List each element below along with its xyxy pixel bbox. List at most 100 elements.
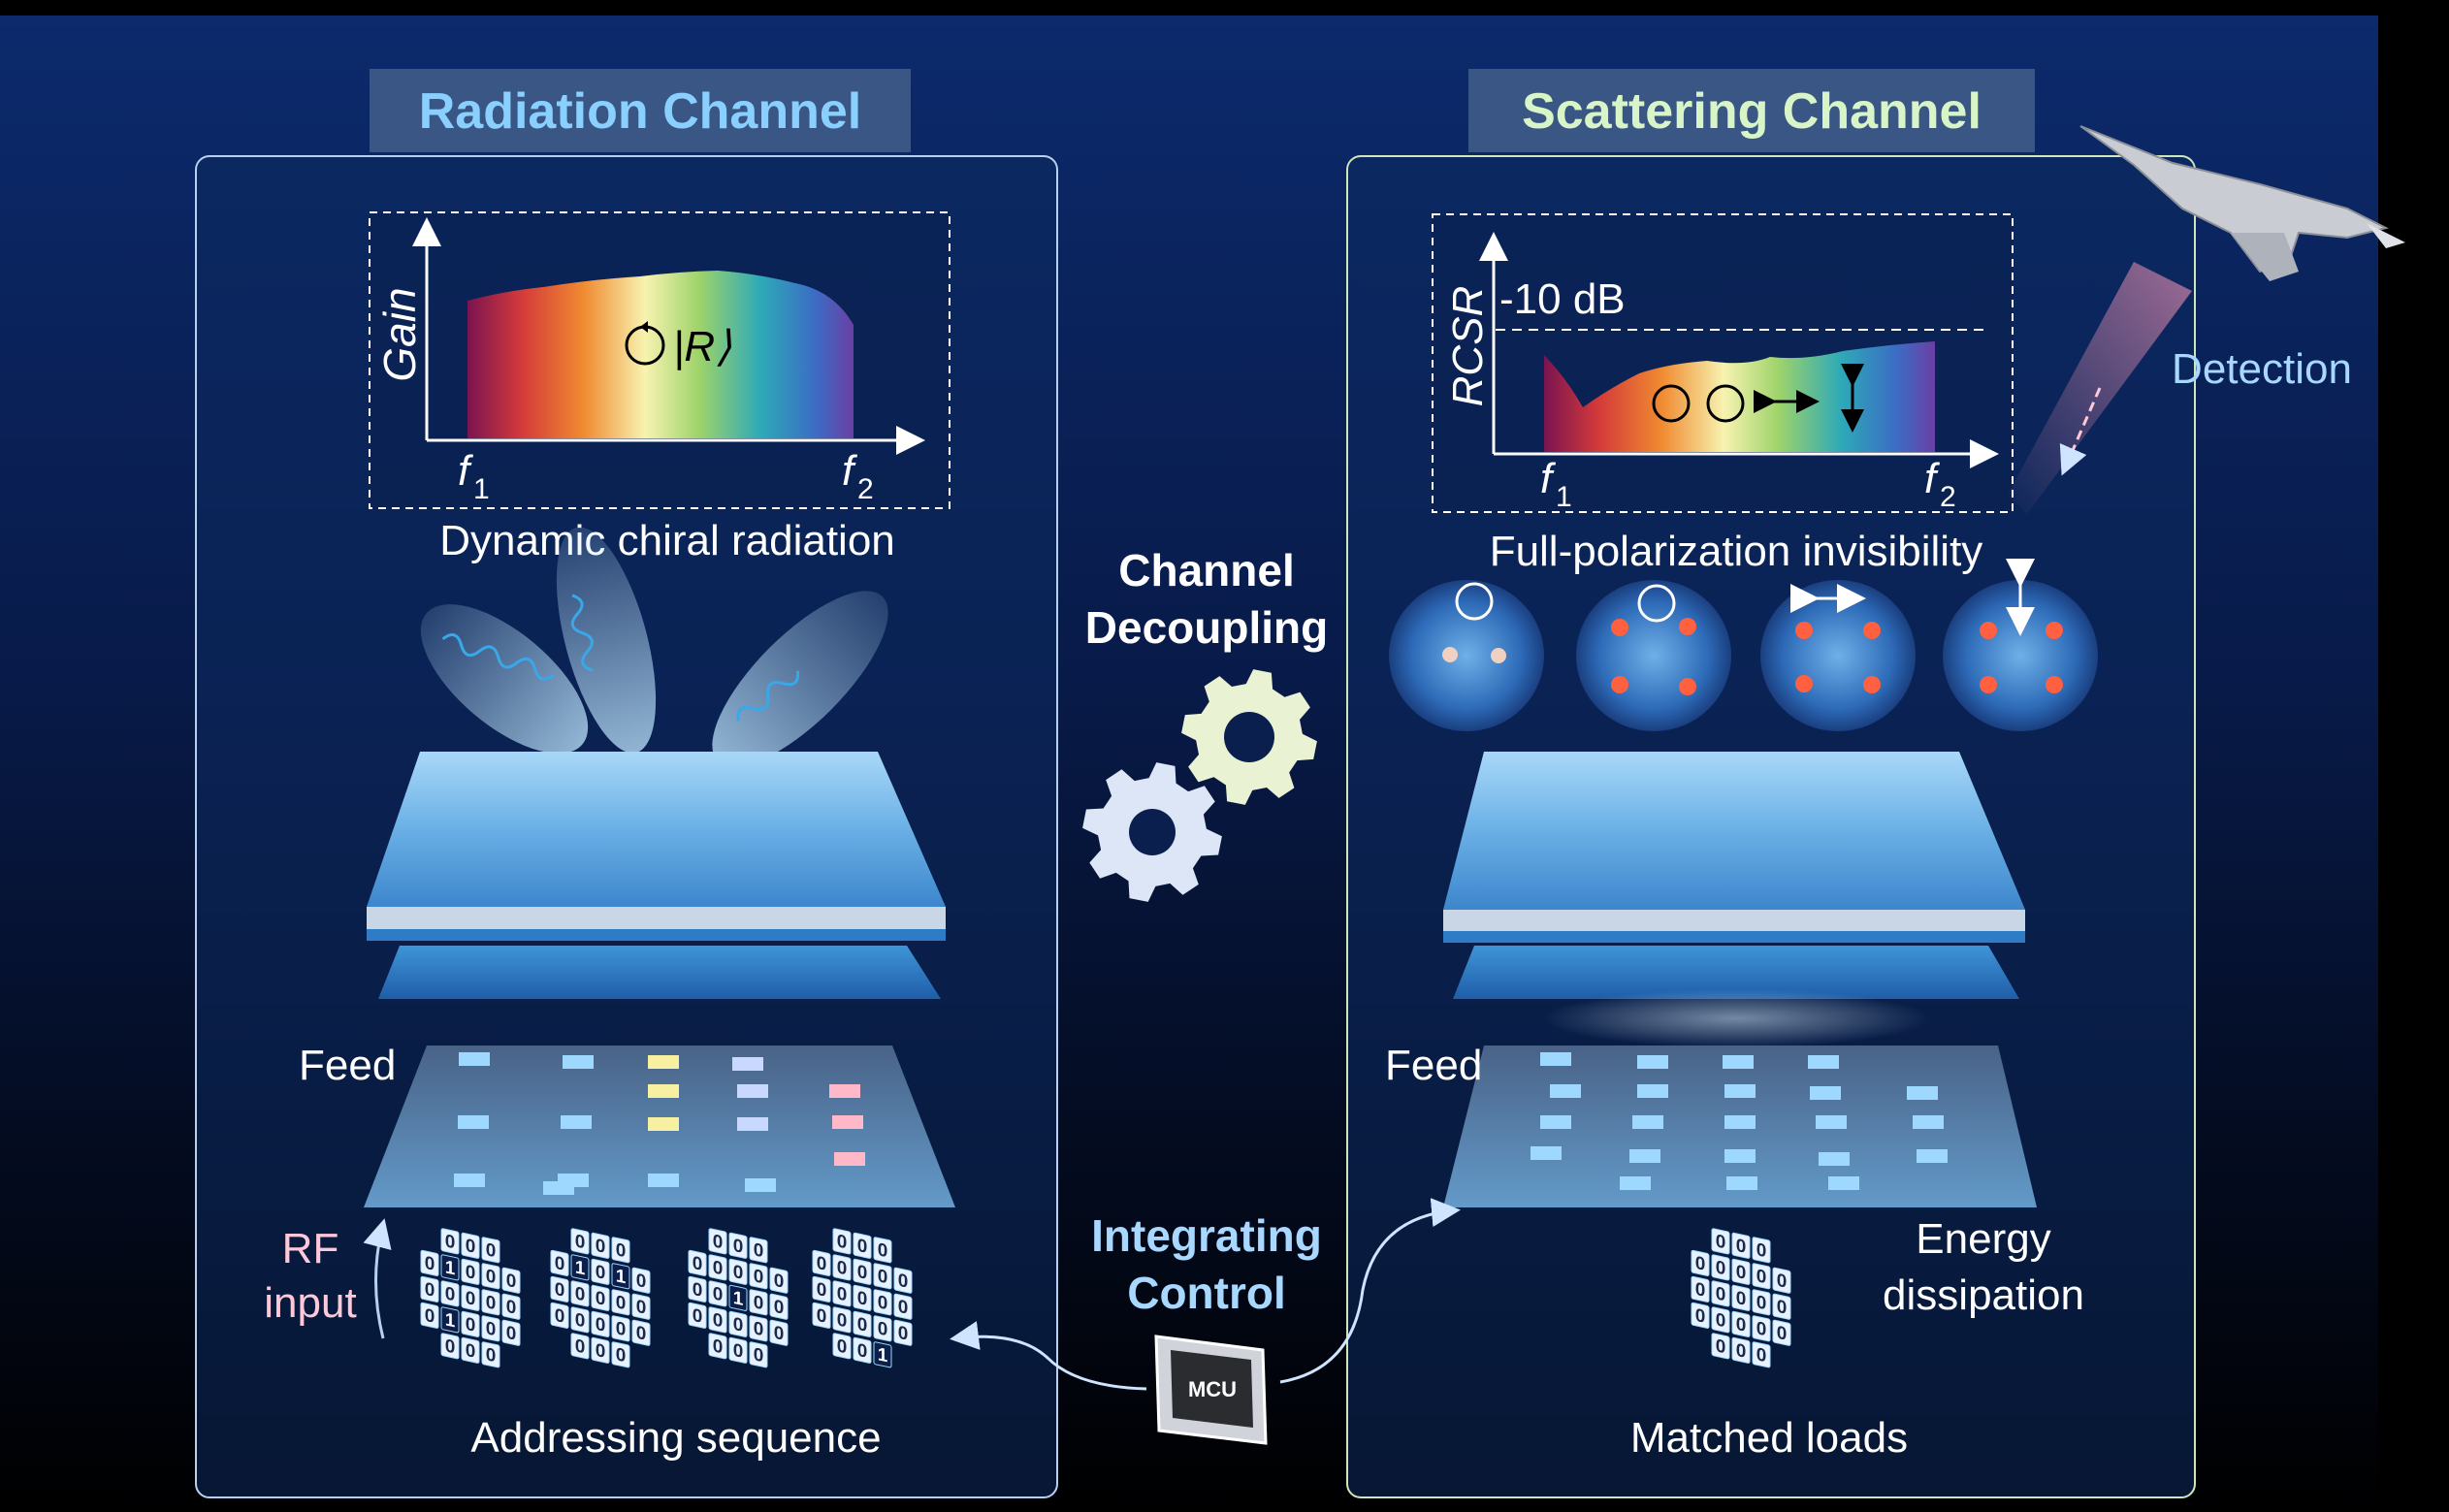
code-cell xyxy=(461,1258,480,1285)
code-cell xyxy=(1731,1310,1751,1337)
code-digit: 0 xyxy=(713,1257,724,1279)
mcu-chip-icon xyxy=(1154,1335,1268,1445)
control-line2: Control xyxy=(1127,1268,1286,1318)
code-digit: 0 xyxy=(733,1236,744,1258)
mcu-label: MCU xyxy=(1188,1377,1237,1401)
code-digit: 0 xyxy=(754,1318,764,1340)
code-cell xyxy=(591,1284,610,1311)
code-digit: 0 xyxy=(733,1262,744,1284)
code-digit: 1 xyxy=(616,1266,627,1288)
code-digit: 0 xyxy=(486,1239,497,1262)
code-cell xyxy=(570,1306,590,1334)
code-digit: 0 xyxy=(1716,1283,1726,1305)
code-digit: 0 xyxy=(1736,1288,1747,1310)
code-cell xyxy=(853,1310,872,1337)
detection-label: Detection xyxy=(2172,345,2352,393)
code-digit: 0 xyxy=(1695,1253,1706,1275)
code-cell xyxy=(1772,1319,1791,1346)
code-digit: 0 xyxy=(466,1262,476,1284)
code-digit: 0 xyxy=(837,1335,848,1358)
code-digit: 0 xyxy=(1695,1279,1706,1302)
code-digit: 0 xyxy=(1736,1340,1747,1363)
code-cell xyxy=(749,1341,768,1368)
rcsr-y-label: RCSR xyxy=(1444,286,1492,407)
code-digit: 0 xyxy=(466,1314,476,1336)
decoupling-line2: Decoupling xyxy=(1085,602,1328,653)
code-cell xyxy=(728,1284,748,1311)
code-cell xyxy=(420,1275,439,1303)
code-cell xyxy=(832,1254,852,1281)
code-cell xyxy=(812,1275,831,1303)
code-cell xyxy=(749,1263,768,1290)
code-cell xyxy=(1752,1341,1771,1368)
code-digit: 0 xyxy=(774,1323,785,1345)
code-digit: 0 xyxy=(1736,1236,1747,1258)
code-cell xyxy=(440,1254,460,1281)
code-cell xyxy=(1752,1237,1771,1264)
code-digit: 0 xyxy=(1695,1305,1706,1328)
polarization-icons xyxy=(1652,364,1864,433)
code-digit: 0 xyxy=(596,1262,606,1284)
code-cell xyxy=(481,1289,500,1316)
loads-caption: Matched loads xyxy=(1630,1414,1908,1462)
code-cell xyxy=(1752,1263,1771,1290)
code-digit: 0 xyxy=(616,1239,627,1262)
code-cell xyxy=(749,1237,768,1264)
code-cell xyxy=(728,1310,748,1337)
code-cell xyxy=(1691,1249,1710,1276)
code-digit: 0 xyxy=(878,1239,888,1262)
code-digit: 0 xyxy=(445,1283,456,1305)
radiation-title-box xyxy=(370,69,911,152)
scattering-feed xyxy=(1443,989,2037,1207)
code-digit: 0 xyxy=(466,1288,476,1310)
code-digit: 0 xyxy=(1716,1335,1726,1358)
code-digit: 0 xyxy=(878,1292,888,1314)
code-cell xyxy=(708,1228,727,1255)
radiation-title: Radiation Channel xyxy=(419,83,861,140)
code-cell xyxy=(591,1336,610,1364)
rcsr-x-end-sub: 2 xyxy=(1940,481,1956,513)
code-cell xyxy=(591,1258,610,1285)
code-digit: 0 xyxy=(616,1292,627,1314)
radiation-feed xyxy=(364,1046,955,1207)
code-cell xyxy=(832,1306,852,1334)
code-cell xyxy=(570,1228,590,1255)
radiation-beams xyxy=(420,527,888,767)
scattering-feed-label: Feed xyxy=(1385,1042,1482,1089)
code-digit: 0 xyxy=(1756,1318,1767,1340)
code-digit: 0 xyxy=(616,1344,627,1367)
code-cell xyxy=(832,1333,852,1360)
code-digit: 0 xyxy=(636,1297,647,1319)
control-line1: Integrating xyxy=(1091,1210,1322,1261)
scattering-caption: Full-polarization invisibility xyxy=(1490,528,1983,575)
code-digit: 0 xyxy=(878,1266,888,1288)
far-field-patterns xyxy=(1389,559,2098,731)
code-cell xyxy=(688,1302,707,1329)
radiation-metasurface xyxy=(367,752,946,999)
code-cell xyxy=(1752,1315,1771,1342)
code-digit: 0 xyxy=(1777,1323,1788,1345)
code-digit: 0 xyxy=(898,1323,909,1345)
code-cell xyxy=(440,1306,460,1334)
code-cell xyxy=(611,1263,630,1290)
code-digit: 0 xyxy=(1777,1297,1788,1319)
code-cell xyxy=(853,1284,872,1311)
rf-label-line1: RF xyxy=(282,1225,339,1272)
code-digit: 0 xyxy=(1777,1271,1788,1293)
code-digit: 0 xyxy=(506,1271,517,1293)
code-digit: 0 xyxy=(754,1292,764,1314)
code-cell xyxy=(501,1267,521,1294)
code-digit: 0 xyxy=(425,1253,435,1275)
code-cell xyxy=(749,1289,768,1316)
code-digit: 1 xyxy=(445,1309,456,1332)
decoupling-line1: Channel xyxy=(1118,545,1294,595)
code-cell xyxy=(461,1336,480,1364)
code-cell xyxy=(611,1315,630,1342)
code-cell xyxy=(440,1280,460,1307)
code-cell xyxy=(688,1249,707,1276)
gain-state-label: |R⟩ xyxy=(673,323,731,370)
